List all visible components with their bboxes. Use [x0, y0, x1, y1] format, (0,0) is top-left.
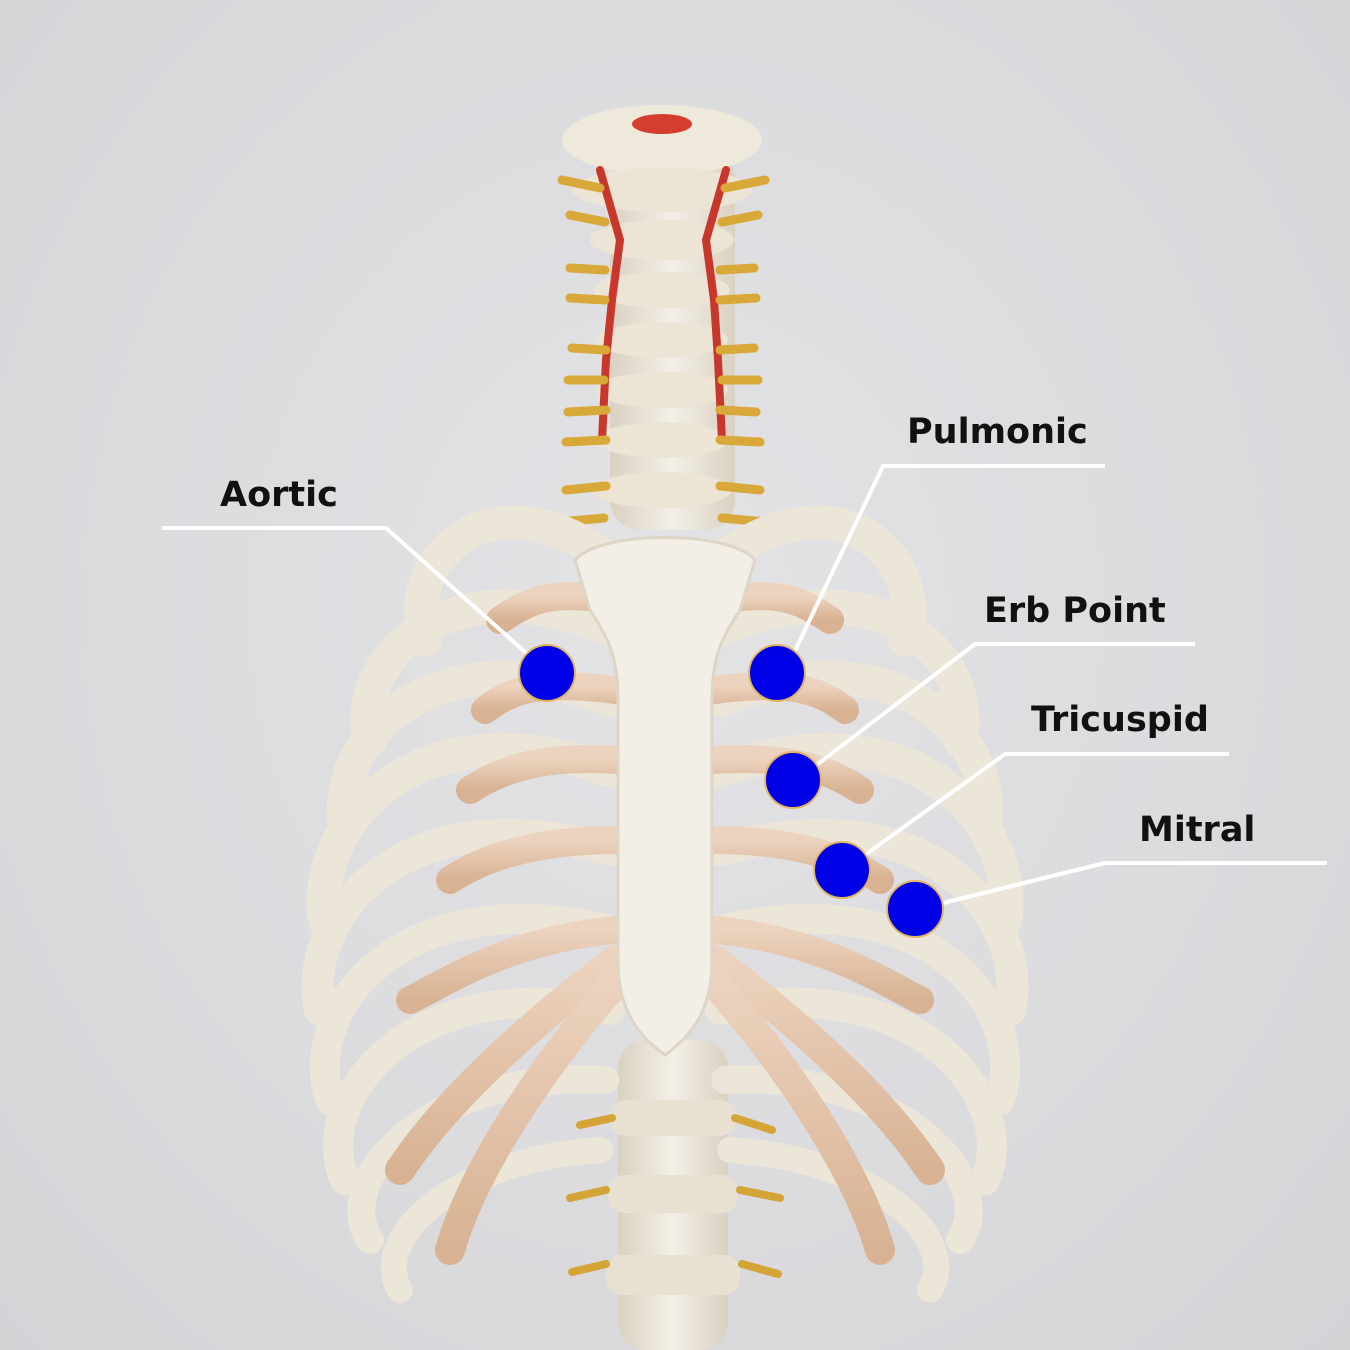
mitral-label: Mitral: [1139, 810, 1256, 850]
pulmonic-leader-line: [791, 464, 1105, 656]
ribs-left: [301, 505, 633, 1303]
cervical-spine: [555, 105, 770, 530]
erb-point-leader-line: [808, 642, 1195, 772]
leader-lines: [162, 464, 1327, 907]
aortic-label: Aortic: [220, 475, 338, 515]
tricuspid-label: Tricuspid: [1031, 700, 1209, 740]
tricuspid-marker: [813, 841, 871, 899]
ribs-right: [697, 505, 1029, 1303]
erb-point-marker: [764, 751, 822, 809]
pulmonic-label: Pulmonic: [907, 412, 1088, 452]
erb-point-label: Erb Point: [984, 591, 1166, 631]
sternum: [573, 536, 757, 1057]
mitral-marker: [886, 880, 944, 938]
mitral-leader-line: [934, 861, 1327, 907]
aortic-marker: [518, 644, 576, 702]
tricuspid-leader-line: [856, 752, 1229, 862]
auscultation-markers: [518, 644, 944, 938]
aortic-leader-line: [162, 526, 536, 662]
lumbar-spine: [566, 1040, 784, 1350]
pulmonic-marker: [748, 644, 806, 702]
